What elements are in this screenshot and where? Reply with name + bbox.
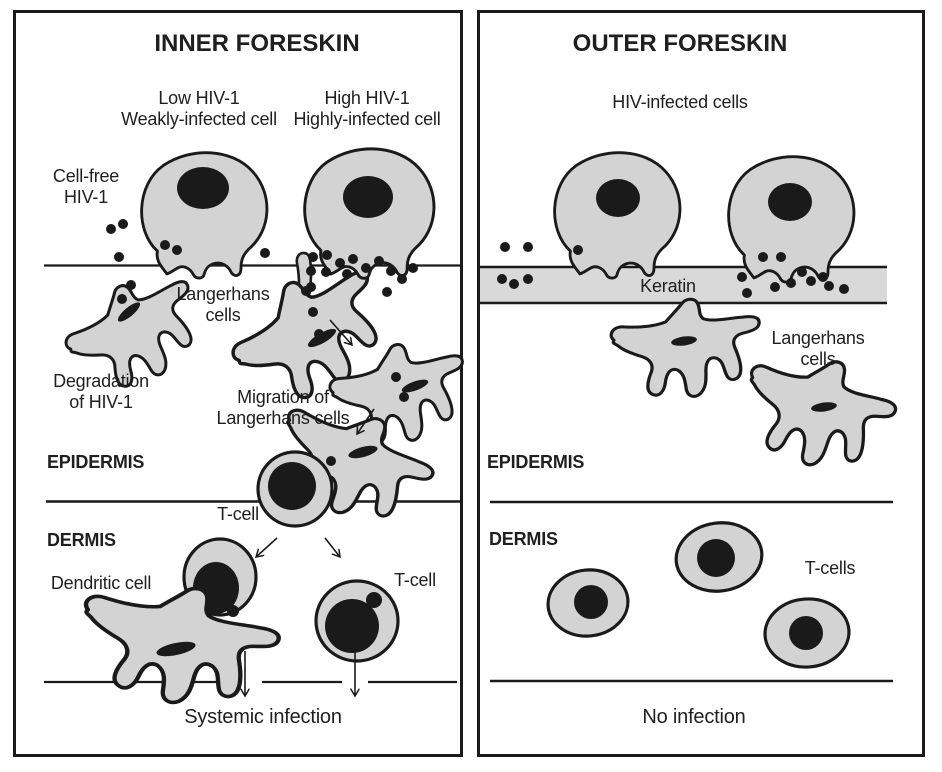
no-infection-caption: No infection [642, 706, 746, 728]
cell-nucleus [325, 599, 379, 653]
cell-nucleus [768, 183, 812, 221]
langerhans-nucleus [401, 379, 429, 393]
high-hiv-label: High HIV-1 Highly-infected cell [293, 88, 441, 129]
keratin-label: Keratin [640, 276, 696, 296]
outer-dermis-label: DERMIS [489, 529, 558, 549]
inner-dermis-label: DERMIS [47, 530, 116, 550]
cell-nucleus [596, 179, 640, 217]
migration-arrows [245, 319, 375, 696]
outer-langerhans-label: Langerhans cells [771, 328, 865, 369]
cell-nucleus [268, 462, 316, 510]
hiv-infected-cells-label: HIV-infected cells [612, 92, 748, 112]
outer-epidermis-label: EPIDERMIS [487, 452, 585, 472]
dendritic-cell-label: Dendritic cell [50, 573, 152, 593]
cell-nucleus [343, 176, 393, 218]
degradation-label: Degradation of HIV-1 [53, 371, 149, 412]
langerhans-cells-label: Langerhans cells [176, 284, 270, 325]
inner-epidermis-label: EPIDERMIS [47, 452, 145, 472]
virus-dots [497, 242, 849, 298]
outer-panel-title: OUTER FORESKIN [572, 30, 788, 57]
inner-panel-title: INNER FORESKIN [154, 30, 360, 57]
cell-nucleus [177, 167, 229, 209]
langerhans-nucleus [117, 302, 141, 322]
cell-nucleus [789, 616, 823, 650]
langerhans-nucleus [348, 445, 378, 459]
virus-dot [366, 592, 382, 608]
migration-label: Migration of Langerhans cells [216, 387, 350, 428]
virus-dots [106, 219, 418, 617]
t-cells-label: T-cells [804, 558, 856, 578]
langerhans-nucleus [671, 336, 697, 346]
cell-free-hiv-label: Cell-free HIV-1 [52, 166, 120, 207]
dendritic-nucleus [156, 641, 196, 657]
systemic-infection-caption: Systemic infection [184, 706, 342, 728]
t-cell-upper-label: T-cell [217, 504, 259, 524]
cell-nucleus [697, 539, 735, 577]
t-cell-lower-label: T-cell [394, 570, 436, 590]
langerhans-nucleus [811, 402, 837, 412]
cell-nucleus [574, 585, 608, 619]
low-hiv-label: Low HIV-1 Weakly-infected cell [121, 88, 277, 129]
